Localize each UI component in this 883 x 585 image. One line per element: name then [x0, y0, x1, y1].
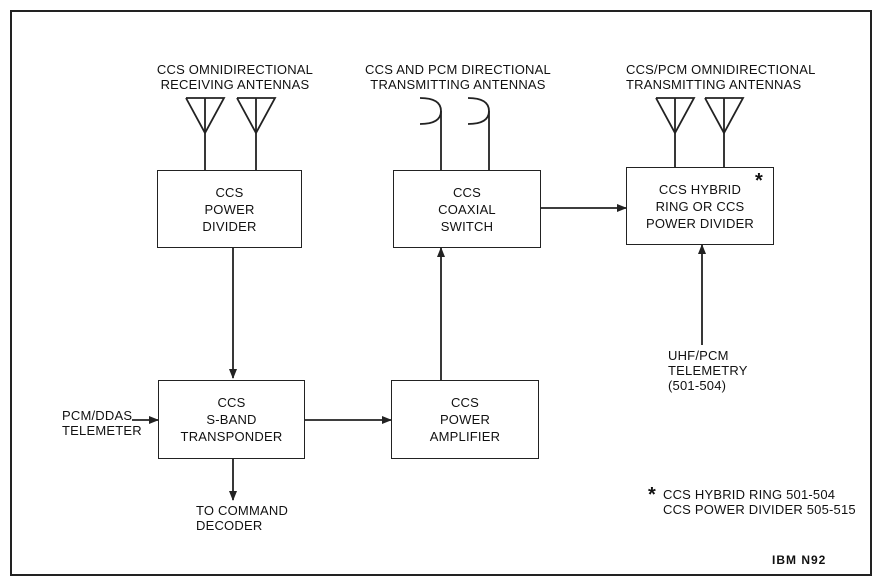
directional-antenna-left [419, 97, 442, 171]
omni-transmitting-antennas-label: CCS/PCM OMNIDIRECTIONAL TRANSMITTING ANT… [626, 62, 816, 92]
diagram-frame [10, 10, 872, 576]
receiving-antenna-right [236, 97, 277, 171]
receiving-antennas-label: CCS OMNIDIRECTIONAL RECEIVING ANTENNAS [156, 62, 314, 92]
power-amplifier-block: CCS POWER AMPLIFIER [391, 380, 539, 459]
transponder-block: CCS S-BAND TRANSPONDER [158, 380, 305, 459]
directional-antenna-right [467, 97, 490, 171]
command-decoder-label: TO COMMAND DECODER [196, 503, 289, 533]
omni-antenna-right [704, 97, 745, 168]
uhf-telemetry-label: UHF/PCM TELEMETRY (501-504) [668, 348, 748, 393]
power-divider-block: CCS POWER DIVIDER [157, 170, 302, 248]
footnote-text: CCS HYBRID RING 501-504 CCS POWER DIVIDE… [663, 487, 856, 517]
telemeter-input-label: PCM/DDAS TELEMETER [62, 408, 142, 438]
ibm-figure-id: IBM N92 [772, 553, 827, 567]
coaxial-switch-block: CCS COAXIAL SWITCH [393, 170, 541, 248]
hybrid-ring-block: CCS HYBRID RING OR CCS POWER DIVIDER [626, 167, 774, 245]
hybrid-ring-asterisk: * [755, 170, 763, 192]
omni-antenna-left [655, 97, 696, 168]
directional-antennas-label: CCS AND PCM DIRECTIONAL TRANSMITTING ANT… [365, 62, 551, 92]
receiving-antenna-left [185, 97, 226, 171]
footnote-asterisk: * [648, 484, 656, 506]
